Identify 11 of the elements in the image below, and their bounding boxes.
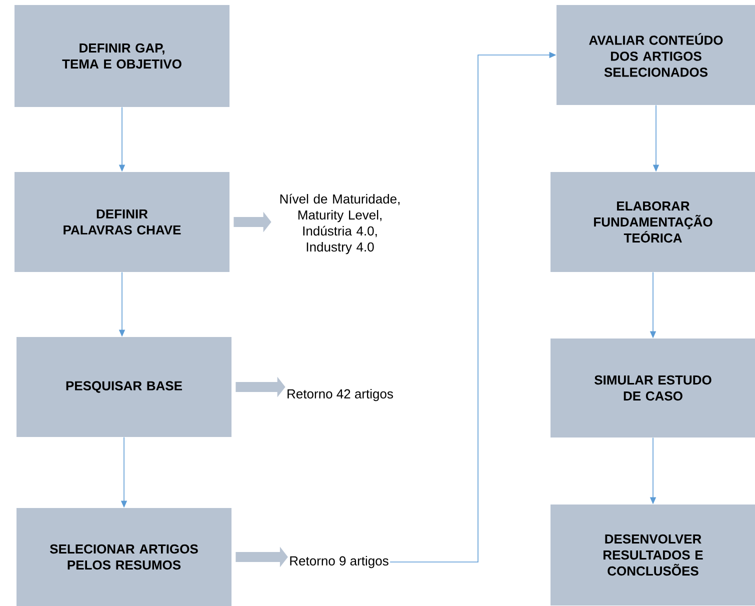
result-text: Retorno 9 artigos xyxy=(290,556,388,568)
process-box: ELABORAR FUNDAMENTAÇÃO TEÓRICA xyxy=(550,172,755,272)
result-text: Retorno 42 artigos xyxy=(288,388,393,402)
process-box: SELECIONAR ARTIGOS PELOS RESUMOS xyxy=(16,508,232,606)
process-box: DESENVOLVER RESULTADOS E CONCLUSÕES xyxy=(550,504,755,606)
process-box: DEFINIR PALAVRAS CHAVE xyxy=(14,172,230,272)
process-box: SIMULAR ESTUDO DE CASO xyxy=(550,338,755,438)
process-box: DEFINIR GAP, TEMA E OBJETIVO xyxy=(14,5,230,107)
process-box: AVALIAR CONTEÚDO DOS ARTIGOS SELECIONADOS xyxy=(556,5,755,105)
process-box: PESQUISAR BASE xyxy=(16,337,232,437)
result-text: Nível de Maturidade, Maturity Level, Indústria 4.0, Industry 4.0 xyxy=(280,194,400,254)
